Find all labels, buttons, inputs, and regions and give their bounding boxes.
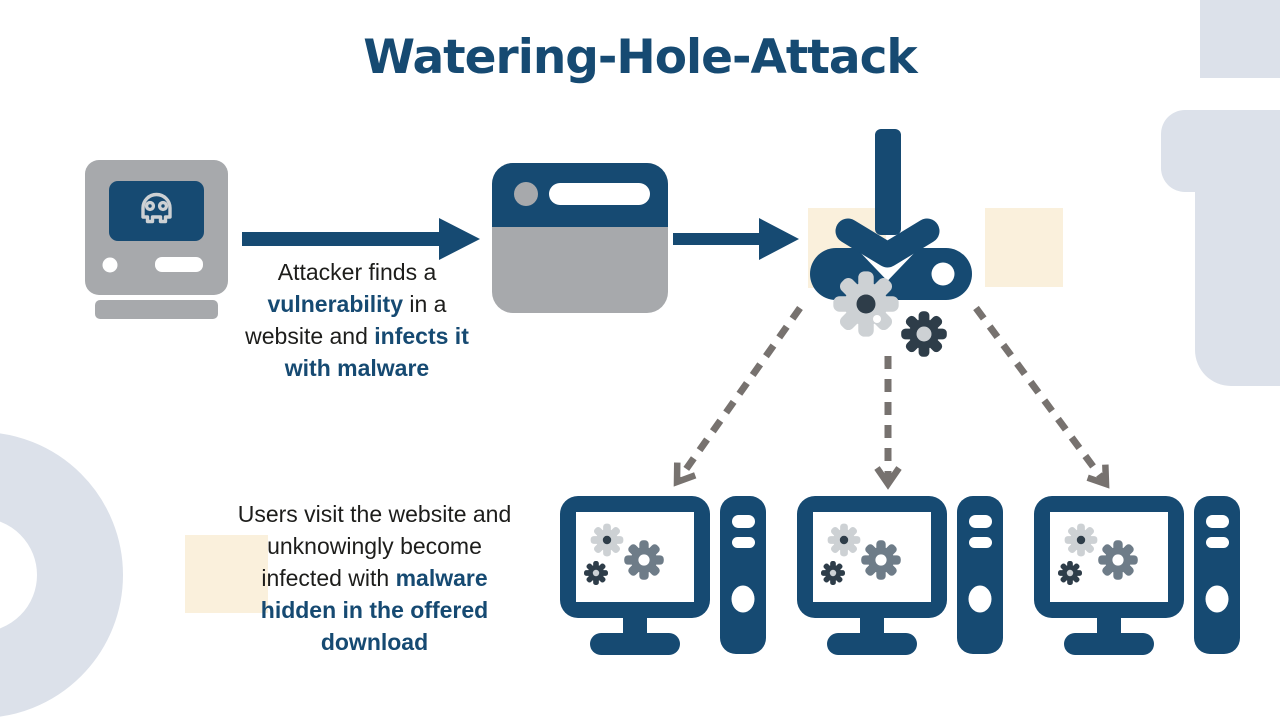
gear-icon-dark	[901, 311, 947, 357]
dashed-arrow-left	[673, 305, 803, 487]
page-title: Watering-Hole-Attack	[363, 30, 917, 85]
computer-tower-icon	[1194, 496, 1240, 654]
skull-icon	[141, 192, 172, 224]
dashed-arrow-right	[973, 305, 1110, 489]
gear-icon-medium	[624, 540, 664, 580]
caption-text: in a website and	[245, 291, 447, 349]
infected-computer-icon-1	[560, 496, 766, 655]
browser-window-icon	[492, 163, 668, 313]
right-arrow-icon-2	[673, 218, 799, 260]
caption-emphasis: malware hidden in the offered download	[260, 565, 489, 655]
deco-square-top-right	[1200, 0, 1280, 78]
beige-accent-square-right	[985, 208, 1063, 287]
infected-computer-icon-3	[1034, 496, 1240, 655]
attacker-caption: Attacker finds a vulnerability in a webs…	[232, 256, 482, 384]
malware-download-icon	[810, 129, 972, 357]
right-arrow-icon-1	[242, 218, 480, 260]
deco-quote-shape-stem	[1195, 150, 1280, 386]
gear-icon-dark	[584, 561, 608, 585]
computer-tower-icon	[957, 496, 1003, 654]
computer-tower-icon	[720, 496, 766, 654]
infected-computer-icon-2	[797, 496, 1003, 655]
caption-emphasis: vulnerability	[267, 291, 403, 317]
address-bar-icon	[549, 183, 650, 205]
beige-accent-square-caption	[185, 535, 268, 613]
caption-text: Users visit the website and unknowingly …	[237, 501, 512, 591]
caption-text: Attacker finds a	[277, 259, 437, 285]
browser-dot-icon	[514, 182, 538, 206]
deco-ring-bottom-left	[0, 432, 123, 718]
download-arrow-icon	[835, 129, 940, 268]
caption-emphasis: infects it with malware	[284, 323, 469, 381]
attacker-computer-skull-icon	[85, 160, 228, 319]
users-caption: Users visit the website and unknowingly …	[227, 498, 522, 658]
dashed-spread-arrows	[673, 305, 1110, 490]
gear-icon-light	[590, 523, 624, 557]
gear-icon-light	[833, 271, 899, 337]
